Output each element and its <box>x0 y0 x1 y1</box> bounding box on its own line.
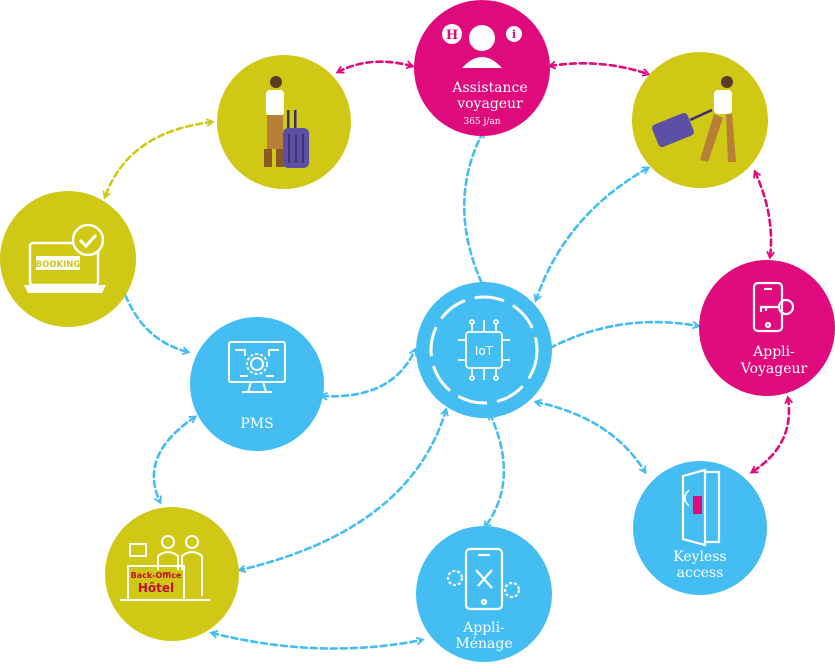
hotel-badge-letter: H <box>446 28 458 43</box>
info-badge-icon: i <box>506 26 522 42</box>
link-iot-applivoyageur <box>548 322 698 350</box>
appli-voyageur-line2: Voyageur <box>740 361 808 377</box>
appli-menage-node: Appli- Ménage <box>416 526 552 662</box>
iot-chip-icon <box>458 319 510 381</box>
link-traveler1-booking <box>105 122 212 197</box>
appli-voyageur-node: Appli- Voyageur <box>699 260 835 396</box>
check-badge-icon <box>71 223 105 257</box>
link-pms-iot <box>322 350 415 396</box>
iot-hub-node: IoT <box>416 282 552 418</box>
backoffice-hotel-node: Back-Office Hôtel <box>105 507 239 641</box>
iot-label: IoT <box>475 344 494 358</box>
link-booking-pms <box>122 286 188 352</box>
link-applivoyageur-keyless <box>752 398 789 472</box>
info-badge-letter: i <box>512 28 516 41</box>
traveler-walking-icon <box>652 76 736 162</box>
keyless-line1: Keyless <box>673 549 726 565</box>
traveler-walking-node <box>632 52 768 188</box>
backoffice-line1: Back-Office <box>131 571 182 580</box>
link-iot-traveler2 <box>536 168 648 300</box>
assistance-voyageur-node: H i Assistance voyageur 365 j/an <box>414 0 550 136</box>
link-iot-menage <box>485 414 506 527</box>
booking-node: BOOKING <box>0 191 136 327</box>
appli-menage-line2: Ménage <box>455 636 512 652</box>
support-agent-icon <box>462 21 502 68</box>
pms-node: PMS <box>190 317 324 451</box>
link-assistance-traveler1 <box>338 60 412 72</box>
pms-label: PMS <box>240 416 273 432</box>
appli-voyageur-line1: Appli- <box>752 344 795 360</box>
hotel-badge-icon: H <box>442 24 462 44</box>
assistance-label-line1: Assistance <box>451 80 527 96</box>
reception-desk-icon <box>120 535 210 601</box>
traveler-suitcase-node <box>217 55 351 189</box>
keyless-access-node: Keyless access <box>633 461 767 595</box>
monitor-gear-icon <box>228 341 286 393</box>
link-backoffice-menage <box>212 633 422 650</box>
phone-wrench-icon <box>446 547 521 611</box>
door-lock-icon <box>681 468 721 547</box>
keyless-line2: access <box>677 565 724 581</box>
link-assistance-iot <box>463 132 484 288</box>
laptop-booking-icon: BOOKING <box>24 241 106 293</box>
appli-menage-line1: Appli- <box>462 620 505 636</box>
link-iot-keyless <box>536 402 645 472</box>
link-iot-backoffice <box>240 410 446 570</box>
traveler-standing-icon <box>264 76 309 168</box>
assistance-label-line2: voyageur <box>456 96 523 112</box>
phone-key-icon <box>752 281 795 333</box>
link-traveler2-applivoyageur <box>755 172 771 257</box>
backoffice-line2: Hôtel <box>138 581 174 595</box>
link-pms-backoffice <box>152 417 195 502</box>
booking-label: BOOKING <box>36 260 81 270</box>
assistance-label-line3: 365 j/an <box>463 117 500 127</box>
link-assistance-traveler2 <box>550 63 648 74</box>
